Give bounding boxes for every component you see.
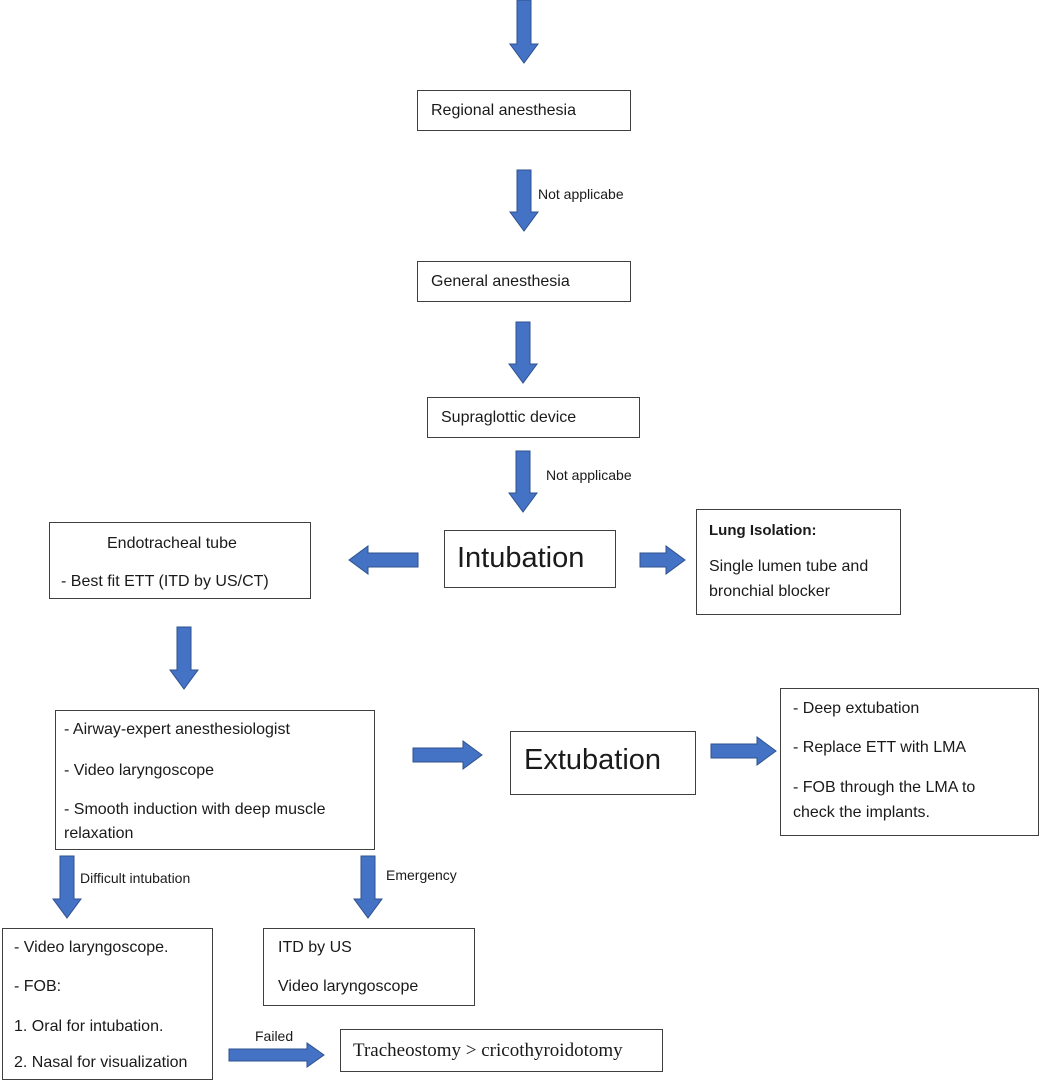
arrow-top-to-regional [509, 0, 539, 64]
node-itd-by-us: ITD by US Video laryngoscope [263, 928, 475, 1006]
node-line: - Video laryngoscope [64, 762, 215, 779]
node-line: ITD by US [278, 939, 352, 956]
node-line: relaxation [64, 825, 134, 842]
node-text: Tracheostomy > cricothyroidotomy [353, 1040, 623, 1061]
node-deep-extubation: - Deep extubation - Replace ETT with LMA… [780, 688, 1039, 836]
node-line: - Deep extubation [793, 700, 920, 717]
node-text: Extubation [524, 744, 662, 776]
edge-label-difficult-intubation: Difficult intubation [80, 870, 191, 886]
node-line: - Best fit ETT (ITD by US/CT) [61, 573, 269, 590]
edge-label-not-applicabe-2: Not applicabe [546, 467, 632, 483]
arrow-supraglottic-to-intubation [508, 450, 538, 513]
arrow-intubation-to-ett [348, 545, 419, 575]
node-supraglottic-device: Supraglottic device [427, 397, 640, 438]
arrow-difficult-to-trach [228, 1042, 325, 1068]
node-line: - Replace ETT with LMA [793, 739, 967, 756]
node-text: General anesthesia [431, 273, 570, 290]
node-line: 1. Oral for intubation. [14, 1018, 164, 1035]
edge-label-failed: Failed [255, 1028, 294, 1044]
node-text: Intubation [457, 542, 585, 574]
node-line: Single lumen tube and [709, 558, 869, 575]
node-endotracheal-tube: Endotracheal tube - Best fit ETT (ITD by… [49, 522, 311, 599]
node-extubation: Extubation [510, 731, 696, 795]
node-line: - Smooth induction with deep muscle [64, 801, 326, 818]
node-airway-expert: - Airway-expert anesthesiologist - Video… [55, 710, 375, 850]
node-difficult-intubation: - Video laryngoscope. - FOB: 1. Oral for… [2, 928, 213, 1080]
arrow-expert-to-itd [353, 855, 383, 919]
node-line: - Video laryngoscope. [14, 939, 169, 956]
node-title: Endotracheal tube [107, 535, 237, 552]
arrow-extubation-to-deep [710, 736, 777, 766]
node-title: Lung Isolation: [709, 522, 817, 539]
node-line: - FOB: [14, 978, 62, 995]
node-line: bronchial blocker [709, 583, 830, 600]
node-lung-isolation: Lung Isolation: Single lumen tube and br… [696, 509, 901, 615]
edge-label-not-applicabe-1: Not applicabe [538, 186, 624, 202]
arrow-expert-to-difficult [52, 855, 82, 919]
node-line: - Airway-expert anesthesiologist [64, 721, 290, 738]
arrow-ett-to-expert [169, 626, 199, 690]
node-intubation: Intubation [444, 530, 616, 588]
node-line: 2. Nasal for visualization [14, 1054, 188, 1071]
arrow-intubation-to-lung [639, 545, 686, 575]
node-general-anesthesia: General anesthesia [417, 261, 631, 302]
edge-label-emergency: Emergency [386, 867, 457, 883]
arrow-expert-to-extubation [412, 740, 483, 770]
node-line: - FOB through the LMA to [793, 779, 976, 796]
arrow-general-to-supraglottic [508, 321, 538, 384]
node-line: check the implants. [793, 804, 930, 821]
node-text: Regional anesthesia [431, 102, 576, 119]
node-regional-anesthesia: Regional anesthesia [417, 90, 631, 131]
node-line: Video laryngoscope [278, 978, 419, 995]
node-text: Supraglottic device [441, 409, 577, 426]
arrow-regional-to-general [509, 169, 539, 232]
node-tracheostomy: Tracheostomy > cricothyroidotomy [340, 1029, 663, 1072]
